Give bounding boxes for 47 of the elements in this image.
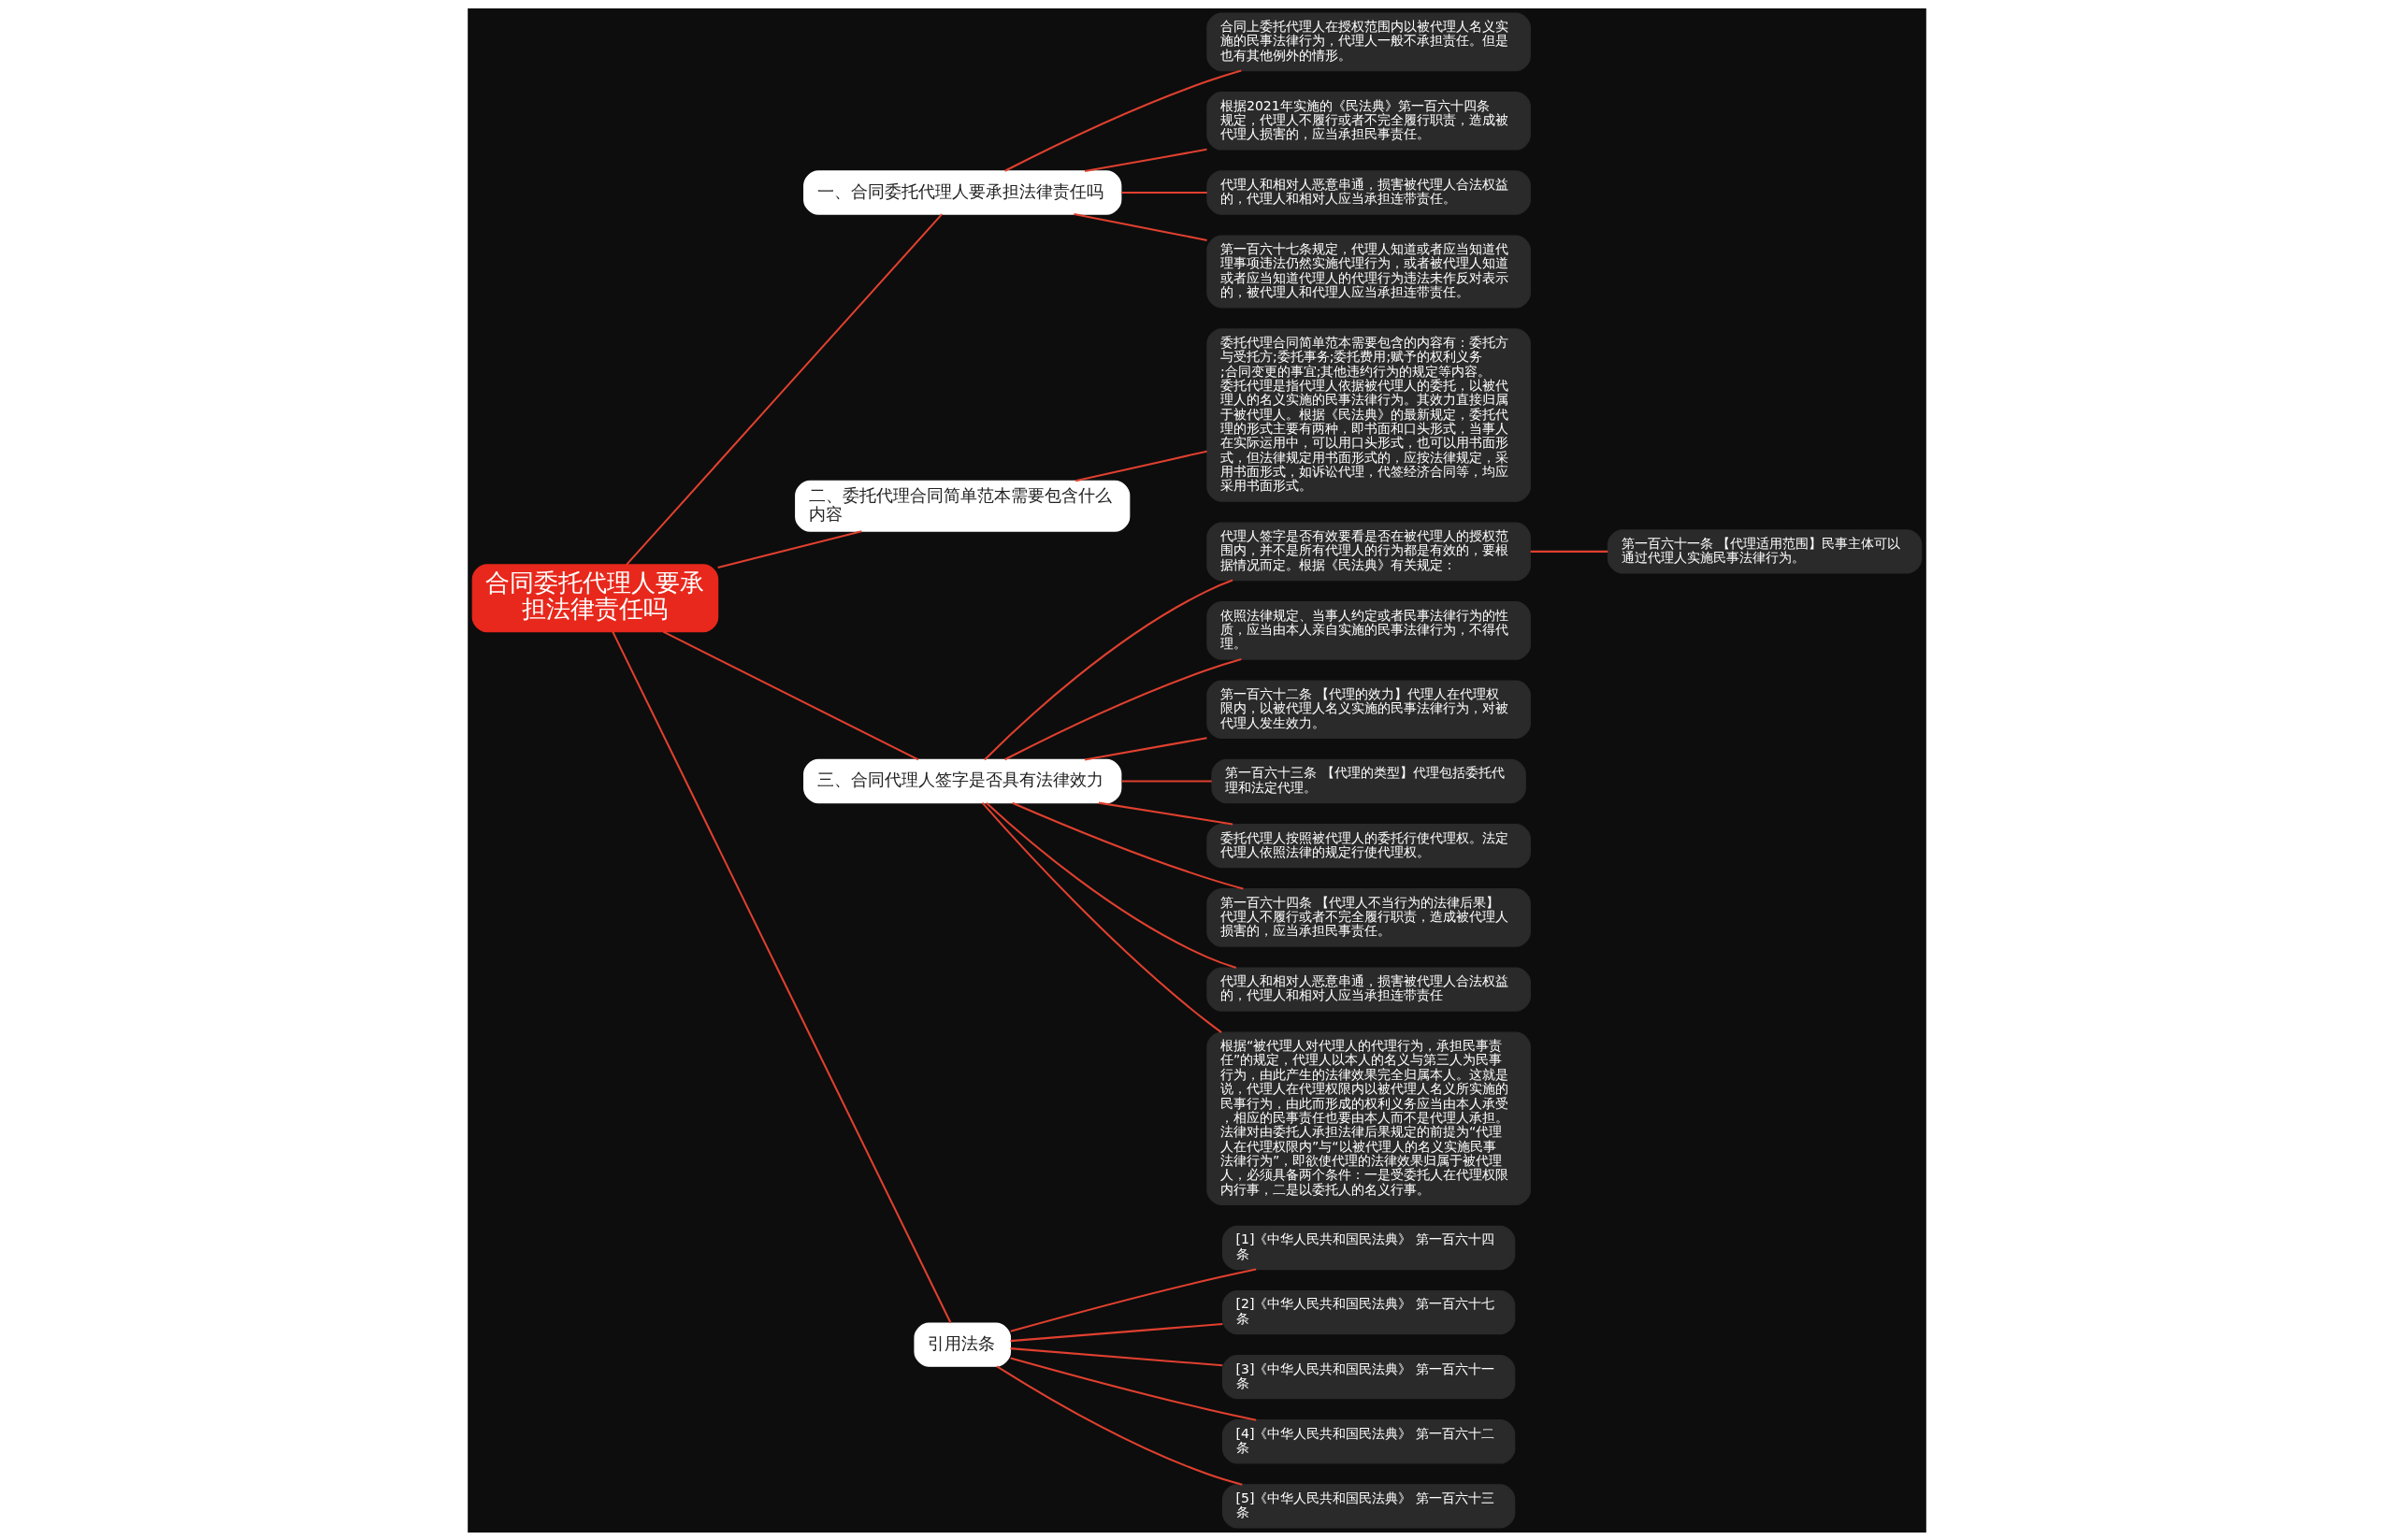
connector xyxy=(662,630,919,760)
node-box: 一、合同委托代理人要承担法律责任吗 xyxy=(803,169,1122,215)
connector xyxy=(1074,212,1207,241)
connector xyxy=(1121,191,1207,194)
node-box: 根据“被代理人对代理人的代理行为，承担民事责任”的规定，代理人以本人的名义与第三人为民事行为，由此产生的法律效果完全归属本人。这就是说，代理人在代理权限内以被代理人名义所实施的民事行为，由此而形成的权利义务应当由本人承受，相应的民事责任也要由本人而不是代理人承担。法律对由委托人承担法律后果规定的前提为“代理人在代理权限内”与“以被代理人的名义实施民事法律行为”，即欲使代理的法律效果归属于被代理人，必须具备两个条件：一是受委托人在代理权限内行事，二是以委托人的名义行事。 xyxy=(1206,1031,1531,1205)
node-box: 第一百六十二条 【代理的效力】代理人在代理权限内，以被代理人名义实施的民事法律行为，对被代理人发生效力。 xyxy=(1206,679,1531,739)
node-box: 第一百六十一条 【代理适用范围】民事主体可以通过代理人实施民事法律行为。 xyxy=(1607,528,1923,574)
node-box: 代理人和相对人恶意串通，损害被代理人合法权益的，代理人和相对人应当承担连带责任 xyxy=(1206,966,1531,1012)
connector xyxy=(1010,1356,1257,1421)
connector xyxy=(996,1364,1243,1486)
connector xyxy=(612,630,952,1323)
connector xyxy=(1010,1268,1257,1332)
connector xyxy=(1121,780,1212,783)
node-box: [3]《中华人民共和国民法典》 第一百六十一条 xyxy=(1221,1354,1516,1399)
node-box: 合同上委托代理人在授权范围内以被代理人名义实施的民事法律行为，代理人一般不承担责任。但是也有其他例外的情形。 xyxy=(1206,11,1531,71)
node-box: 第一百六十四条 【代理人不当行为的法律后果】代理人不履行或者不完全履行职责，造成被代理人损害的，应当承担民事责任。 xyxy=(1206,887,1531,947)
node-box: 二、委托代理合同简单范本需要包含什么内容 xyxy=(795,480,1131,532)
node-box: [4]《中华人民共和国民法典》 第一百六十二条 xyxy=(1221,1418,1516,1463)
connector xyxy=(1012,801,1244,890)
node-box: [1]《中华人民共和国民法典》 第一百六十四条 xyxy=(1221,1225,1516,1270)
connector xyxy=(1098,801,1233,826)
connector xyxy=(1084,148,1207,172)
connector xyxy=(1075,450,1207,482)
connector xyxy=(1010,1322,1223,1342)
connector xyxy=(981,801,1222,1033)
node-box: 三、合同代理人签字是否具有法律效力 xyxy=(803,758,1122,803)
node-box: 依照法律规定、当事人约定或者民事法律行为的性质，应当由本人亲自实施的民事法律行为，不得代理。 xyxy=(1206,600,1531,660)
node-box: 代理人签字是否有效要看是否在被代理人的授权范围内，并不是所有代理人的行为都是有效的，要根据情况而定。根据《民法典》有关规定： xyxy=(1206,522,1531,581)
connector xyxy=(717,529,862,569)
connector xyxy=(1010,1346,1223,1366)
connector xyxy=(1084,736,1207,760)
node-box: [2]《中华人民共和国民法典》 第一百六十七条 xyxy=(1221,1289,1516,1334)
node-box: 第一百六十七条规定，代理人知道或者应当知道代理事项违法仍然实施代理行为，或者被代理人知道或者应当知道代理人的代理行为违法未作反对表示的，被代理人和代理人应当承担连带责任。 xyxy=(1206,234,1531,308)
node-box: [5]《中华人民共和国民法典》 第一百六十三条 xyxy=(1221,1483,1516,1529)
connector xyxy=(626,212,943,566)
node-box: 合同委托代理人要承担法律责任吗 xyxy=(471,563,719,632)
connector xyxy=(1004,657,1242,760)
node-box: 委托代理合同简单范本需要包含的内容有：委托方与受托方;委托事务;委托费用;赋予的权利义务;合同变更的事宜;其他违约行为的规定等内容。委托代理是指代理人依据被代理人的委托，以被代理人的名义实施的民事法律行为。其效力直接归属于被代理人。根据《民法典》的最新规定，委托代理的形式主要有两种，即书面和口头形式，当事人在实际运用中，可以用口头形式，也可以用书面形式，但法律规定用书面形式的，应按法律规定，采用书面形式，如诉讼代理，代签经济合同等，均应采用书面形式。 xyxy=(1206,327,1531,502)
connector xyxy=(986,801,1237,969)
connector xyxy=(1530,550,1608,553)
node-box: 根据2021年实施的《民法典》第一百六十四条规定，代理人不履行或者不完全履行职责，造成被代理人损害的，应当承担民事责任。 xyxy=(1206,91,1531,151)
node-box: 委托代理人按照被代理人的委托行使代理权。法定代理人依照法律的规定行使代理权。 xyxy=(1206,823,1531,868)
connector xyxy=(1004,69,1242,172)
node-box: 代理人和相对人恶意串通，损害被代理人合法权益的，代理人和相对人应当承担连带责任。 xyxy=(1206,169,1531,215)
node-box: 引用法条 xyxy=(914,1321,1012,1367)
node-box: 第一百六十三条 【代理的类型】代理包括委托代理和法定代理。 xyxy=(1211,758,1526,803)
connector xyxy=(984,579,1233,760)
